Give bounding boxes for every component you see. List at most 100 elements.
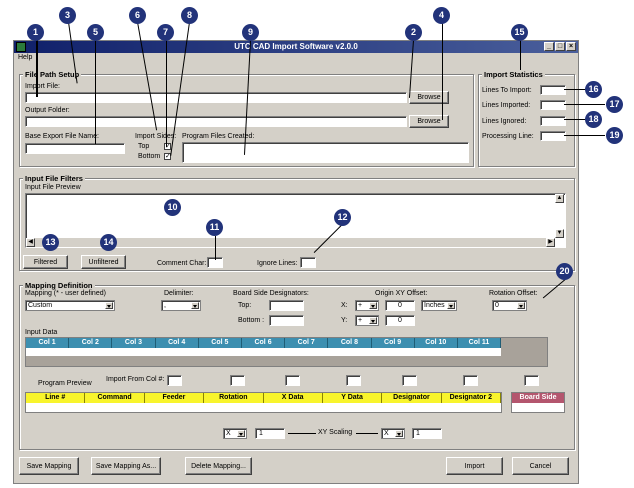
preview-column-header[interactable]: Command (85, 393, 145, 403)
minimize-button[interactable]: _ (544, 42, 554, 51)
input-column-header[interactable]: Col 11 (457, 338, 502, 348)
mapping-select-value: Custom (28, 302, 53, 309)
save-mapping-as-button[interactable]: Save Mapping As... (91, 457, 161, 475)
horizontal-scrollbar[interactable] (26, 238, 555, 247)
chevron-down-icon (369, 317, 377, 324)
bottom-side-label: Bottom (138, 153, 161, 160)
import-col-input-3[interactable] (285, 375, 300, 386)
close-button[interactable]: × (566, 42, 576, 51)
preview-column-header[interactable]: Line # (26, 393, 86, 403)
input-column-header[interactable]: Col 6 (241, 338, 286, 348)
import-col-input-5[interactable] (402, 375, 417, 386)
input-column-header[interactable]: Col 5 (198, 338, 242, 348)
preview-column-header[interactable]: X Data (263, 393, 323, 403)
delimiter-select[interactable]: , (161, 300, 201, 311)
scale-y-input[interactable]: 1 (412, 428, 442, 439)
file-path-setup-label: File Path Setup (23, 70, 82, 79)
import-file-input[interactable] (25, 92, 407, 103)
input-file-preview-label: Input File Preview (25, 184, 81, 191)
origin-x-sign-select[interactable]: + (355, 300, 379, 311)
base-export-input[interactable] (25, 143, 125, 154)
chevron-down-icon (105, 302, 113, 309)
input-column-header[interactable]: Col 4 (155, 338, 199, 348)
mapping-select[interactable]: Custom (25, 300, 115, 311)
menu-bar: Help (14, 53, 578, 63)
delimiter-select-value: , (164, 302, 166, 309)
save-mapping-button[interactable]: Save Mapping (19, 457, 79, 475)
units-select[interactable]: Inches (421, 300, 457, 311)
ignore-lines-input[interactable] (300, 257, 316, 268)
scroll-right-button[interactable]: ▶ (546, 238, 555, 247)
scale-x-axis-select[interactable]: X (223, 428, 247, 439)
scroll-left-button[interactable]: ◀ (26, 238, 35, 247)
ignore-lines-label: Ignore Lines: (257, 260, 298, 267)
scale-y-axis-select[interactable]: X (381, 428, 405, 439)
chevron-down-icon (395, 430, 403, 437)
input-column-header[interactable]: Col 9 (371, 338, 415, 348)
designator-top-input[interactable] (269, 300, 304, 311)
callout-7: 7 (157, 24, 174, 41)
delete-mapping-button[interactable]: Delete Mapping... (185, 457, 252, 475)
input-column-header[interactable]: Col 10 (414, 338, 458, 348)
callout-3: 3 (59, 7, 76, 24)
input-column-header[interactable]: Col 8 (328, 338, 372, 348)
origin-y-label: Y: (341, 317, 348, 324)
preview-column-header[interactable]: Rotation (204, 393, 264, 403)
designator-bottom-input[interactable] (269, 315, 304, 326)
preview-column-header[interactable]: Feeder (144, 393, 205, 403)
import-col-input-1[interactable] (167, 375, 182, 386)
program-preview-label: Program Preview (38, 380, 92, 387)
preview-column-header[interactable]: Designator (382, 393, 442, 403)
maximize-button[interactable]: □ (555, 42, 565, 51)
import-col-input-6[interactable] (463, 375, 478, 386)
scale-x-axis-value: X (226, 430, 231, 437)
unfiltered-button[interactable]: Unfiltered (81, 255, 126, 269)
input-column-header[interactable]: Col 1 (26, 338, 70, 348)
import-button[interactable]: Import (446, 457, 503, 475)
scroll-down-button[interactable]: ▼ (555, 229, 564, 238)
cancel-button[interactable]: Cancel (512, 457, 569, 475)
rotation-offset-select[interactable]: 0 (492, 300, 527, 311)
scale-x-input[interactable]: 1 (255, 428, 285, 439)
scroll-up-button[interactable]: ▲ (555, 194, 564, 203)
input-data-label: Input Data (25, 329, 58, 336)
callout-5: 5 (87, 24, 104, 41)
menu-help[interactable]: Help (18, 54, 33, 61)
title-bar[interactable]: UTC CAD Import Software v2.0.0 _ □ × (14, 41, 578, 53)
callout-15: 15 (511, 24, 528, 41)
import-col-input-7[interactable] (524, 375, 539, 386)
origin-x-label: X: (341, 302, 348, 309)
callout-4-line (442, 22, 443, 120)
import-col-input-2[interactable] (230, 375, 245, 386)
callout-6: 6 (129, 7, 146, 24)
board-side-header: Board Side (512, 393, 564, 403)
input-data-row (26, 348, 501, 356)
chevron-down-icon (517, 302, 525, 309)
callout-12: 12 (334, 209, 351, 226)
app-icon (16, 42, 26, 52)
browse-import-button[interactable]: Browse (409, 91, 449, 104)
import-col-input-4[interactable] (346, 375, 361, 386)
filtered-button[interactable]: Filtered (23, 255, 68, 269)
origin-x-input[interactable]: 0 (385, 300, 415, 311)
origin-y-input[interactable]: 0 (385, 315, 415, 326)
processing-line-field (540, 131, 566, 141)
bottom-side-checkbox[interactable]: ✓ (164, 153, 171, 160)
input-column-header[interactable]: Col 3 (112, 338, 156, 348)
browse-output-button[interactable]: Browse (409, 115, 449, 128)
input-column-header[interactable]: Col 7 (285, 338, 329, 348)
preview-column-header[interactable]: Designator 2 (441, 393, 501, 403)
scaling-divider-left (288, 433, 316, 434)
output-folder-input[interactable] (25, 116, 407, 127)
callout-18: 18 (585, 111, 602, 128)
rotation-offset-value: 0 (495, 302, 499, 309)
rotation-offset-label: Rotation Offset: (489, 290, 538, 297)
origin-y-sign-select[interactable]: + (355, 315, 379, 326)
program-files-list[interactable] (182, 142, 469, 163)
callout-11: 11 (206, 219, 223, 236)
input-column-header[interactable]: Col 2 (69, 338, 113, 348)
preview-column-header[interactable]: Y Data (322, 393, 383, 403)
